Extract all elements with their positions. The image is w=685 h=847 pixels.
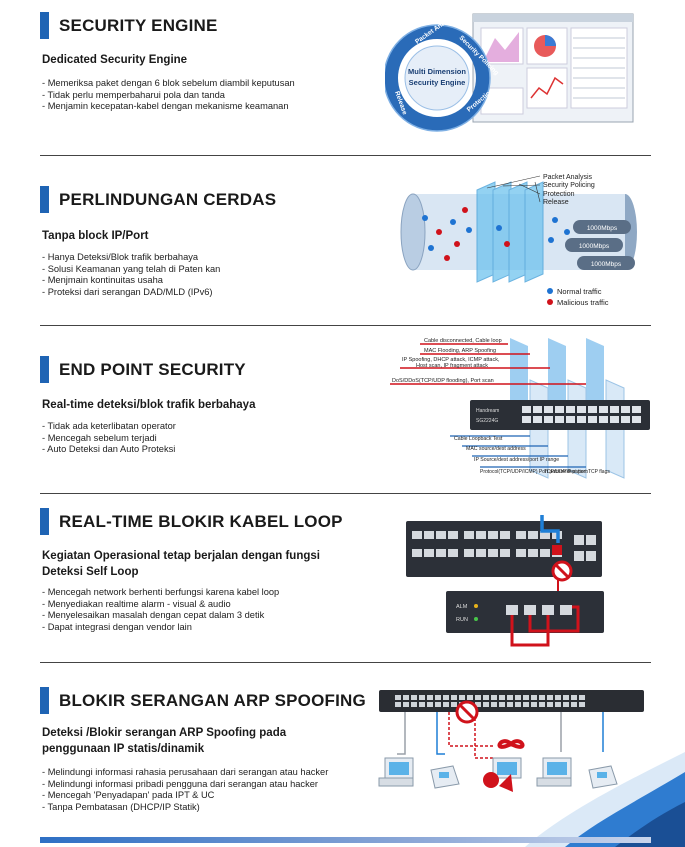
device-brand: Handream [476, 408, 499, 414]
legend-malicious-dot [547, 299, 553, 305]
section-heading: SECURITY ENGINE [40, 12, 218, 39]
bullet-item: Menyediakan realtime alarm - visual & au… [42, 599, 279, 611]
layer-label: Protection [543, 191, 575, 198]
speed-label: 1000Mbps [579, 243, 610, 250]
alm-label: ALM [456, 604, 468, 610]
bullet-list: Memeriksa paket dengan 6 blok sebelum di… [42, 78, 295, 113]
section-subtitle: Deteksi /Blokir serangan ARP Spoofing pa… [42, 727, 287, 755]
check-label: IP Source/dest address/port IP range [474, 457, 559, 463]
traffic-pipe-diagram: Packet Analysis Security Policing Protec… [400, 174, 637, 307]
endpoint-security-diagram: Cable disconnected, Cable loop MAC Flood… [390, 338, 650, 479]
check-label: TCP/UDP dest port TCP flags [544, 469, 610, 475]
accent-bar [40, 186, 49, 213]
switch-device [470, 400, 650, 430]
bullet-item: Solusi Keamanan yang telah di Paten kan [42, 264, 221, 276]
bullet-item: Melindungi informasi pribadi pengguna da… [42, 779, 328, 791]
section-heading: REAL-TIME BLOKIR KABEL LOOP [40, 508, 343, 535]
attack-label: IP Spoofing, DHCP attack, ICMP attack, [402, 357, 500, 363]
section-title: PERLINDUNGAN CERDAS [59, 189, 277, 209]
bullet-item: Dapat integrasi dengan vendor lain [42, 622, 279, 634]
hacker-icon [483, 757, 522, 792]
bullet-list: Tidak ada keterlibatan operator Mencegah… [42, 421, 176, 456]
section-subtitle: Tanpa block IP/Port [42, 230, 149, 242]
arp-spoofing-diagram [378, 690, 644, 792]
check-label: MAC source/dest address [466, 446, 526, 452]
section-subtitle: Dedicated Security Engine [42, 54, 188, 66]
accent-bar [40, 12, 49, 39]
bullet-item: Proteksi dari serangan DAD/MLD (IPv6) [42, 287, 220, 299]
section-heading: END POINT SECURITY [40, 356, 246, 383]
run-label: RUN [456, 617, 468, 623]
section-divider [40, 325, 651, 326]
computer-icon [536, 757, 572, 787]
engine-center-line2: Security Engine [409, 78, 466, 87]
bullet-item: Mencegah network berhenti berfungsi kare… [42, 587, 280, 599]
decorative-swoosh [525, 752, 685, 847]
section-divider [40, 493, 651, 494]
bullet-item: Memeriksa paket dengan 6 blok sebelum di… [42, 78, 295, 90]
section-heading: PERLINDUNGAN CERDAS [40, 186, 276, 213]
bullet-item: Mencegah 'Penyadapan' pada IPT & UC [42, 790, 328, 802]
switch-device [379, 690, 644, 712]
section-title: END POINT SECURITY [59, 359, 246, 379]
bullet-item: Mencegah sebelum terjadi [42, 433, 176, 445]
section-divider [40, 155, 651, 156]
bullet-item: Menjamin kecepatan-kabel dengan mekanism… [42, 101, 295, 113]
legend-normal-label: Normal traffic [557, 287, 602, 296]
attack-label: MAC Flooding, ARP Spoofing [424, 348, 496, 354]
bullet-list: Mencegah network berhenti berfungsi kare… [42, 587, 280, 634]
speed-label: 1000Mbps [591, 261, 622, 268]
ip-phone-icon [430, 765, 460, 789]
accent-bar [40, 508, 49, 535]
check-label: Cable Loopback Test [454, 436, 503, 442]
check-label: Protocol(TCP/UDP/ICMP) Port pattern/IP p… [480, 469, 588, 475]
bullet-item: Tidak perlu memperbaharui pola dan tanda [42, 90, 295, 102]
section-subtitle: Real-time deteksi/blok trafik berbahaya [42, 399, 256, 411]
legend-malicious-label: Malicious traffic [557, 298, 609, 307]
ip-phone-icon [588, 765, 618, 789]
bullet-list: Melindungi informasi rahasia perusahaan … [42, 767, 329, 814]
bullet-item: Hanya Deteksi/Blok trafik berbahaya [42, 252, 220, 264]
section-title: REAL-TIME BLOKIR KABEL LOOP [59, 511, 343, 531]
layer-label: Packet Analysis [543, 174, 593, 181]
legend-normal-dot [547, 288, 553, 294]
engine-center-line1: Multi Dimension [408, 67, 466, 76]
section-title: SECURITY ENGINE [59, 15, 218, 35]
bullet-list: Hanya Deteksi/Blok trafik berbahaya Solu… [42, 252, 221, 299]
section-title: BLOKIR SERANGAN ARP SPOOFING [59, 690, 366, 710]
bullet-item: Tidak ada keterlibatan operator [42, 421, 176, 433]
bullet-item: Tanpa Pembatasan (DHCP/IP Statik) [42, 802, 328, 814]
footer-bar [40, 837, 651, 843]
bullet-item: Melindungi informasi rahasia perusahaan … [42, 767, 329, 779]
bullet-item: Menjmain kontinuitas usaha [42, 275, 220, 287]
layer-label: Release [543, 199, 569, 206]
attack-label: DoS/DDoS(TCP/UDP flooding), Port scan [392, 378, 494, 384]
computer-icon [378, 757, 414, 787]
bullet-item: Menyelesaikan masalah dengan cepat dalam… [42, 610, 279, 622]
security-engine-diagram: Multi Dimension Security Engine Packet A… [385, 11, 634, 132]
section-heading: BLOKIR SERANGAN ARP SPOOFING [40, 687, 366, 714]
accent-bar [40, 356, 49, 383]
cable-loop-diagram: ALM RUN [406, 515, 604, 647]
attack-label: Host scan, IP fragment attack [416, 363, 488, 369]
section-subtitle: Kegiatan Operasional tetap berjalan deng… [42, 550, 320, 578]
speed-label: 1000Mbps [587, 225, 618, 232]
section-divider [40, 662, 651, 663]
accent-bar [40, 687, 49, 714]
device-model: SG2224G [476, 418, 498, 424]
layer-label: Security Policing [543, 182, 595, 189]
attack-label: Cable disconnected, Cable loop [424, 338, 502, 344]
bullet-item: Auto Deteksi dan Auto Proteksi [42, 444, 176, 456]
